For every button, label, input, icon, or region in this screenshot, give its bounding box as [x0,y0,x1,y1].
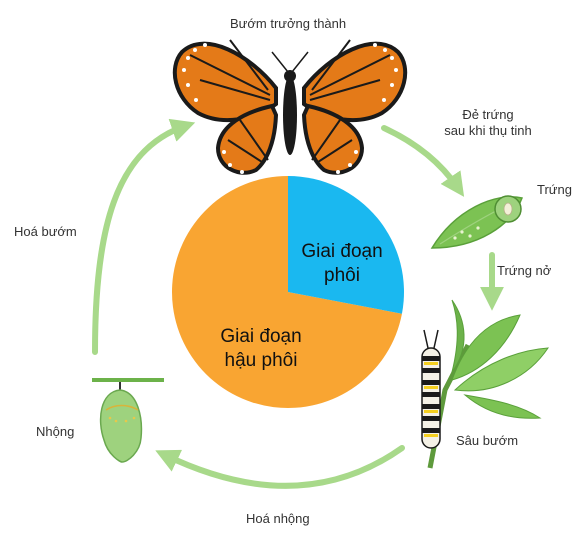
label-egg: Trứng [537,182,572,197]
arrow-emerge [92,118,196,355]
label-emerge: Hoá bướm [14,224,77,239]
butterfly-illustration [172,39,408,175]
label-pupate: Hoá nhộng [246,511,310,526]
label-lay-eggs: Đẻ trứng sau khi thụ tinh [432,107,544,139]
label-pupa: Nhộng [36,424,75,439]
pie-label-embryonic: Giai đoạn phôi [290,240,394,288]
label-adult-butterfly: Bướm trưởng thành [230,16,347,31]
pie-slice-postembryonic [171,176,402,409]
phase-pie [171,176,404,409]
pie-label-postembryonic-line1: Giai đoạn [220,326,302,347]
chrysalis-illustration [92,378,164,463]
pie-label-embryonic-line2: phôi [324,265,360,286]
label-lay-eggs-line2: sau khi thụ tinh [444,123,532,138]
label-caterpillar: Sâu bướm [456,433,519,448]
arrow-pupate [155,445,405,489]
pie-label-postembryonic: Giai đoạn hậu phôi [186,325,336,373]
label-hatch: Trứng nở [497,263,552,278]
pie-label-embryonic-line1: Giai đoạn [301,241,383,262]
pie-label-postembryonic-line2: hậu phôi [224,350,298,371]
egg-leaf-illustration [430,195,524,249]
pie-slice-embryonic [288,176,404,314]
label-lay-eggs-line1: Đẻ trứng [462,107,514,122]
arrow-lay-eggs [381,125,465,197]
caterpillar-illustration [421,299,549,469]
